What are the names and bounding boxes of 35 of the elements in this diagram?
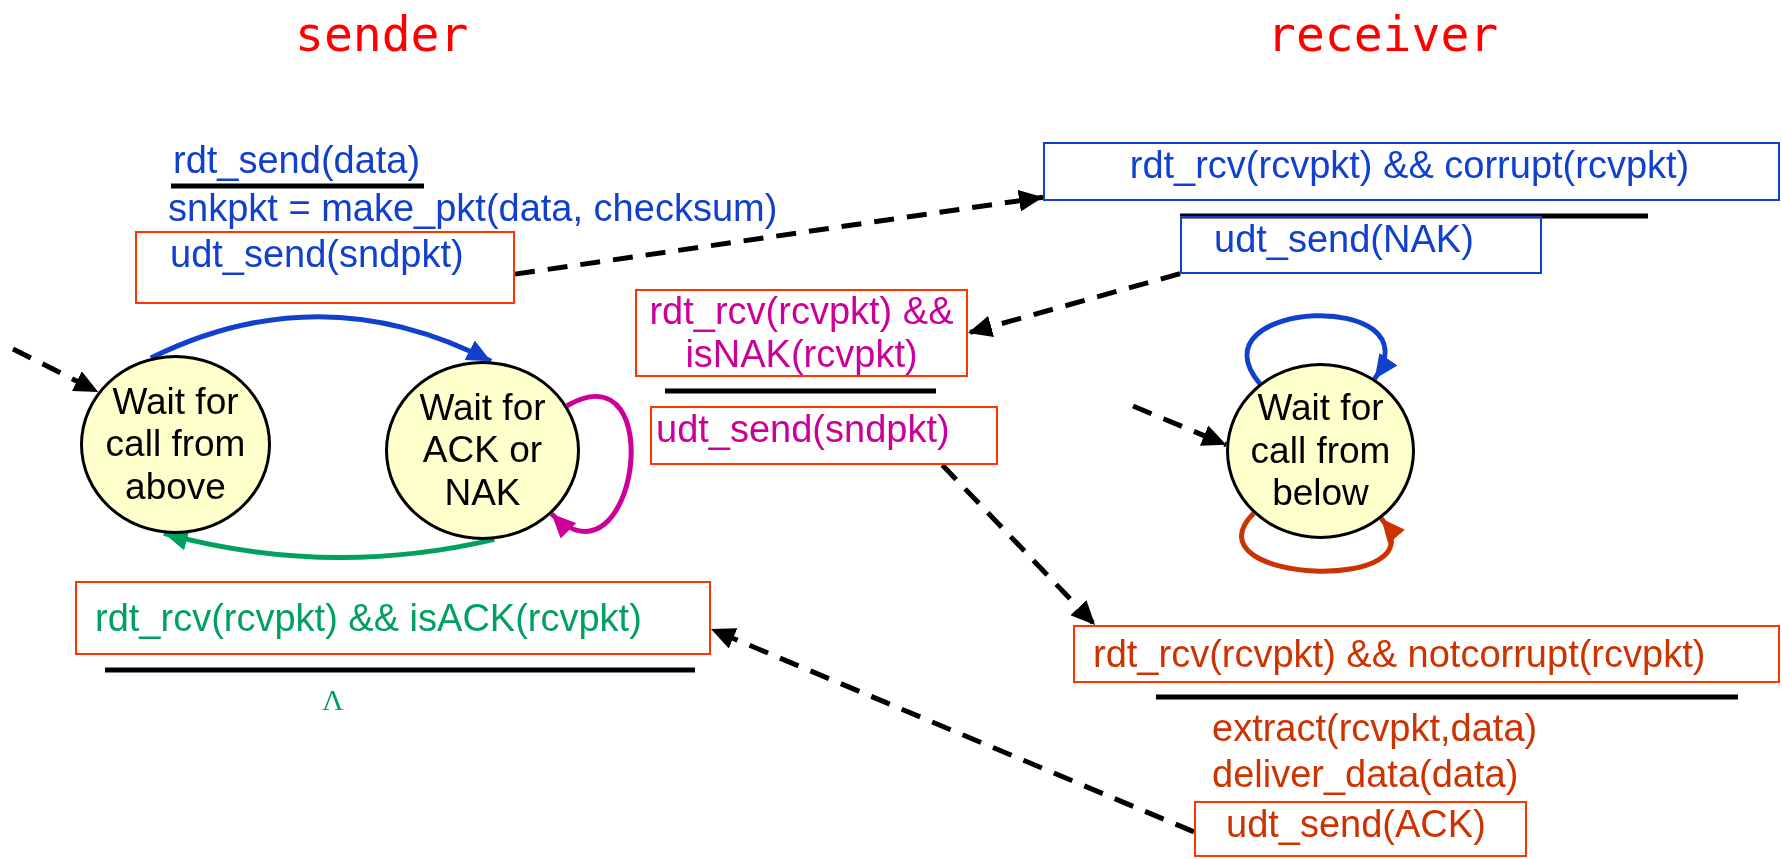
transition-text: rdt_rcv(rcvpkt) && isACK(rcvpkt) [95, 596, 642, 640]
self-loop-arrow [1240, 511, 1403, 574]
dashed-arrow [967, 271, 1181, 338]
transition-box [1194, 801, 1527, 857]
transition-text: udt_send(sndpkt) [656, 408, 950, 451]
transition-box [1180, 216, 1542, 274]
state-label: Wait for call from below [1249, 387, 1392, 515]
transition-text: udt_send(ACK) [1226, 803, 1486, 846]
transition-text: udt_send(NAK) [1214, 218, 1474, 261]
transition-text: rdt_rcv(rcvpkt) && corrupt(rcvpkt) [1129, 144, 1690, 187]
heading-label: receiver [1267, 8, 1499, 61]
action-text: deliver_data(data) [1212, 754, 1519, 796]
transition-text: udt_send(sndpkt) [170, 233, 464, 276]
transition-box [650, 406, 998, 465]
dashed-arrow [11, 346, 100, 395]
transition-box [135, 231, 515, 304]
heading-label: sender [295, 8, 469, 61]
state-label: Wait for ACK or NAK [418, 386, 547, 515]
action-text: extract(rcvpkt,data) [1212, 708, 1538, 750]
action-text: rdt_send(data) [173, 140, 421, 182]
action-text: snkpkt = make_pkt(data, checksum) [168, 188, 778, 230]
transition-text: rdt_rcv(rcvpkt) && isNAK(rcvpkt) [648, 290, 955, 376]
self-loop-arrow [549, 394, 634, 537]
dashed-arrow [710, 626, 1195, 835]
transition-arrow [149, 314, 493, 364]
dashed-arrow [940, 463, 1097, 627]
dashed-arrow [514, 189, 1044, 277]
transition-text: rdt_rcv(rcvpkt) && notcorrupt(rcvpkt) [1093, 632, 1706, 676]
transition-box [75, 581, 711, 655]
self-loop-arrow [1245, 313, 1395, 385]
dashed-arrow [1132, 403, 1228, 448]
transition-box [1043, 142, 1780, 201]
state-label: Wait for call from above [104, 380, 247, 509]
action-text: Λ [322, 683, 344, 716]
transition-box [1073, 625, 1780, 683]
